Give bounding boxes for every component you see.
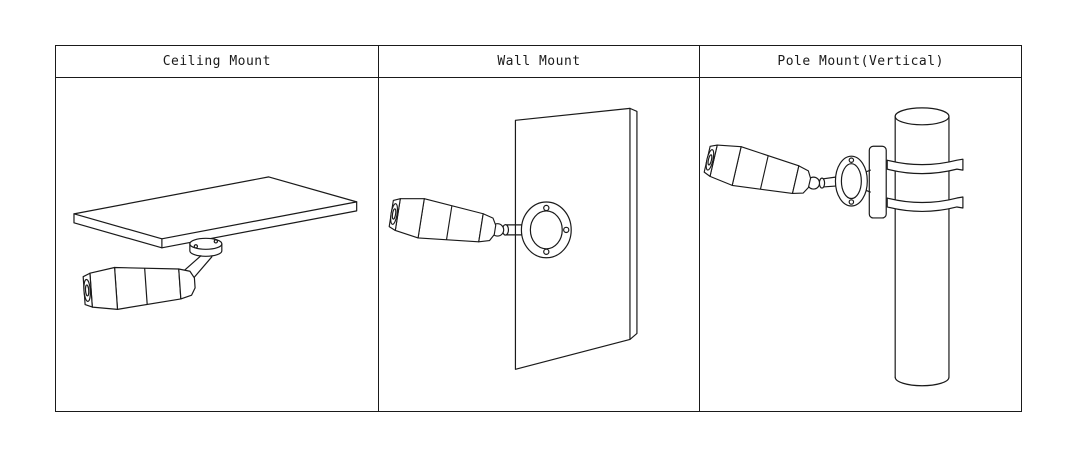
ceiling-mount-drawing-icon xyxy=(73,176,358,310)
wall-mount-drawing-icon xyxy=(388,107,638,370)
panel-wall-mount: Wall Mount xyxy=(377,46,700,412)
panel-pole-mount-vertical: Pole Mount(Vertical) xyxy=(699,46,1021,412)
junction-box xyxy=(520,201,572,259)
wall-mount-illustration xyxy=(379,78,700,412)
pole-straps xyxy=(886,158,964,213)
mount-base xyxy=(183,237,223,279)
panel-title-wall-mount: Wall Mount xyxy=(378,46,700,78)
panel-ceiling-mount: Ceiling Mount xyxy=(56,46,378,412)
panel-title-pole-mount-vertical: Pole Mount(Vertical) xyxy=(700,46,1021,78)
pole-mount-illustration xyxy=(700,78,1021,412)
junction-box xyxy=(835,155,872,207)
ceiling-slab xyxy=(73,176,358,249)
mounting-options-table: Ceiling Mount xyxy=(55,45,1022,412)
mount-plate xyxy=(869,145,888,219)
ceiling-mount-illustration xyxy=(56,78,378,412)
pole xyxy=(894,107,950,387)
panel-title-ceiling-mount: Ceiling Mount xyxy=(56,46,378,78)
mount-arm xyxy=(807,176,837,190)
wall-panel xyxy=(514,107,638,370)
bullet-camera-icon xyxy=(388,198,496,243)
pole-mount-drawing-icon xyxy=(703,107,964,387)
bullet-camera-icon xyxy=(82,266,196,310)
bullet-camera-icon xyxy=(703,144,812,195)
